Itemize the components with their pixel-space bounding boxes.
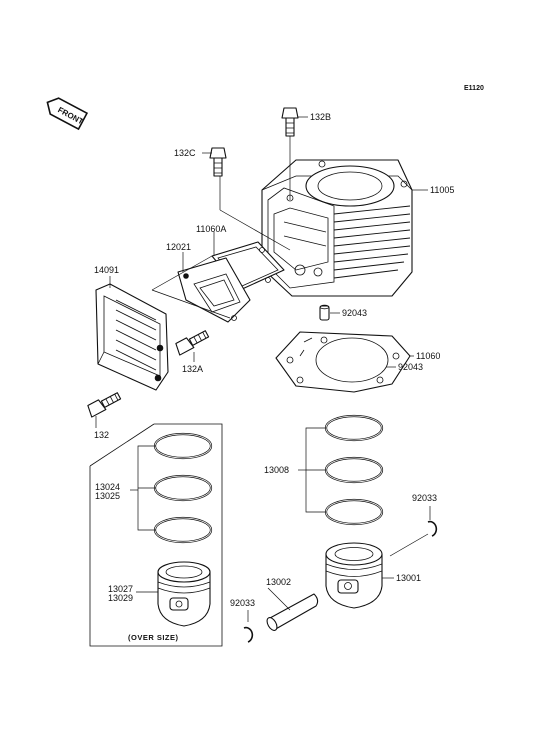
leader-lines bbox=[95, 116, 431, 622]
label-92043-upper: 92043 bbox=[342, 308, 367, 318]
cylinder-block bbox=[261, 159, 413, 297]
label-132a: 132A bbox=[182, 364, 203, 374]
label-13029: 13029 bbox=[108, 593, 133, 603]
oversize-caption: (OVER SIZE) bbox=[128, 633, 179, 642]
oversize-box bbox=[89, 423, 223, 647]
circlip-left-icon bbox=[243, 626, 254, 643]
label-13025: 13025 bbox=[95, 491, 120, 501]
bolt-132-icon bbox=[87, 392, 122, 418]
front-arrow-icon: FRONT bbox=[46, 97, 89, 131]
oversize-ring-1 bbox=[153, 432, 213, 460]
standard-ring-2 bbox=[324, 456, 384, 484]
label-11005: 11005 bbox=[430, 185, 454, 195]
label-132c: 132C bbox=[174, 148, 196, 158]
cover-14091 bbox=[95, 283, 169, 391]
label-13024: 13024 bbox=[95, 482, 120, 492]
label-132: 132 bbox=[94, 430, 109, 440]
label-11060: 11060 bbox=[416, 351, 440, 361]
label-92043-lower: 92043 bbox=[398, 362, 423, 372]
label-92033-left: 92033 bbox=[230, 598, 255, 608]
oversize-piston bbox=[157, 561, 211, 627]
oversize-ring-3 bbox=[153, 516, 213, 544]
label-14091: 14091 bbox=[94, 265, 119, 275]
diagram-code: E1120 bbox=[464, 85, 484, 92]
bolt-132a-icon bbox=[175, 330, 210, 356]
label-13001: 13001 bbox=[396, 573, 421, 583]
bolt-132b-icon bbox=[281, 107, 299, 137]
plate-12021 bbox=[177, 257, 251, 323]
label-132b: 132B bbox=[310, 112, 331, 122]
bolt-132c-icon bbox=[209, 147, 227, 177]
standard-piston bbox=[325, 542, 383, 609]
label-13027: 13027 bbox=[108, 584, 133, 594]
label-13008: 13008 bbox=[264, 465, 289, 475]
standard-ring-1 bbox=[324, 414, 384, 442]
dowel-pin-upper-icon bbox=[319, 304, 330, 321]
label-12021: 12021 bbox=[166, 242, 191, 252]
circlip-right-icon bbox=[427, 520, 438, 537]
piston-pin bbox=[266, 593, 319, 631]
label-13002: 13002 bbox=[266, 577, 291, 587]
cylinder-gasket bbox=[275, 331, 411, 393]
oversize-ring-2 bbox=[153, 474, 213, 502]
label-11060a: 11060A bbox=[196, 224, 226, 234]
standard-ring-3 bbox=[324, 498, 384, 526]
label-92033-right: 92033 bbox=[412, 493, 437, 503]
